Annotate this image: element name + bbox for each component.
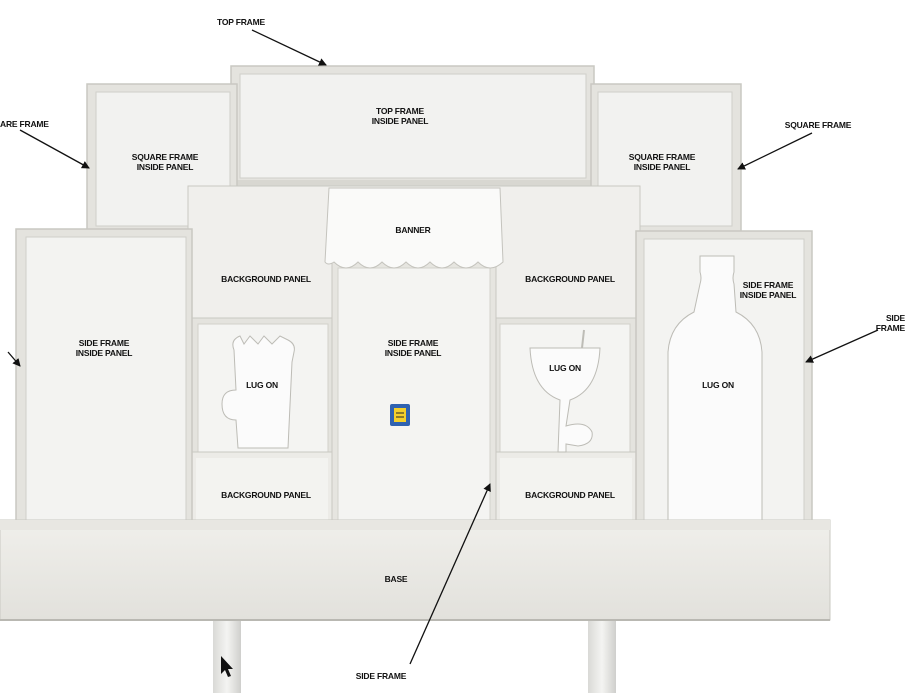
right-inner-column [493,317,639,533]
label-base: BASE [384,574,408,584]
base [0,519,831,621]
glass-lug-on [529,347,601,453]
label-lug-on-bottle: LUG ON [702,380,734,390]
label-lug-on-cup: LUG ON [246,380,278,390]
arrow-side-frame-left [7,351,21,367]
arrow-top-frame [251,29,327,66]
label-background-top-right: BACKGROUND PANEL [525,274,615,284]
callout-arrows [7,29,879,665]
label-lug-on-glass: LUG ON [549,363,581,373]
label-background-bottom-left: BACKGROUND PANEL [221,490,311,500]
label-square-left-inside: SQUARE FRAME INSIDE PANEL [131,152,199,172]
callout-top-frame: TOP FRAME [217,17,265,27]
label-background-bottom-right: BACKGROUND PANEL [525,490,615,500]
left-side-frame [15,228,193,536]
label-side-right-inside: SIDE FRAME INSIDE PANEL [739,280,797,300]
arrow-side-frame-right [805,329,879,363]
right-leg [588,618,616,693]
banner-shape [324,187,504,269]
cursor-icon [221,656,233,677]
label-background-top-left: BACKGROUND PANEL [221,274,311,284]
label-banner: BANNER [395,225,431,235]
callout-side-frame-right: SIDE FRAME [875,313,906,333]
center-side-frame [331,261,497,535]
glass-straw [581,329,585,349]
arrow-side-frame-bottom [409,483,491,665]
callout-square-frame-left: ARE FRAME [0,119,49,129]
callout-side-frame-bottom: SIDE FRAME [355,671,407,681]
arrow-square-frame-left [19,129,90,169]
label-side-left-inside: SIDE FRAME INSIDE PANEL [75,338,133,358]
callout-square-frame-right: SQUARE FRAME [784,120,852,130]
left-leg [213,618,241,693]
arrow-square-frame-right [737,132,813,170]
label-top-frame-inside: TOP FRAME INSIDE PANEL [371,106,429,126]
label-square-right-inside: SQUARE FRAME INSIDE PANEL [628,152,696,172]
cup-lug-on [221,335,295,449]
sticker-icon [390,404,410,426]
label-side-center-inside: SIDE FRAME INSIDE PANEL [384,338,442,358]
top-frame [230,65,595,189]
